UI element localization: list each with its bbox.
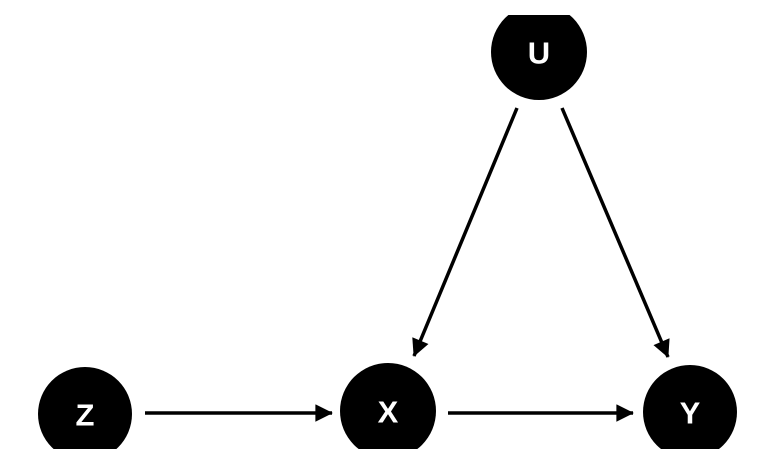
node-label-X: X	[378, 395, 399, 430]
node-label-U: U	[528, 36, 550, 71]
edge-U-Y-arrow	[560, 107, 670, 358]
edge-U-X-arrow	[412, 107, 519, 357]
node-label-Y: Y	[680, 396, 701, 431]
edges-layer	[145, 107, 670, 422]
node-circle-X	[340, 363, 436, 449]
node-circle-U	[491, 15, 587, 100]
node-label-Z: Z	[76, 398, 95, 433]
nodes-layer: U Z X Y	[38, 15, 737, 449]
node-circle-Z	[38, 367, 132, 449]
node-circle-Y	[643, 365, 737, 449]
